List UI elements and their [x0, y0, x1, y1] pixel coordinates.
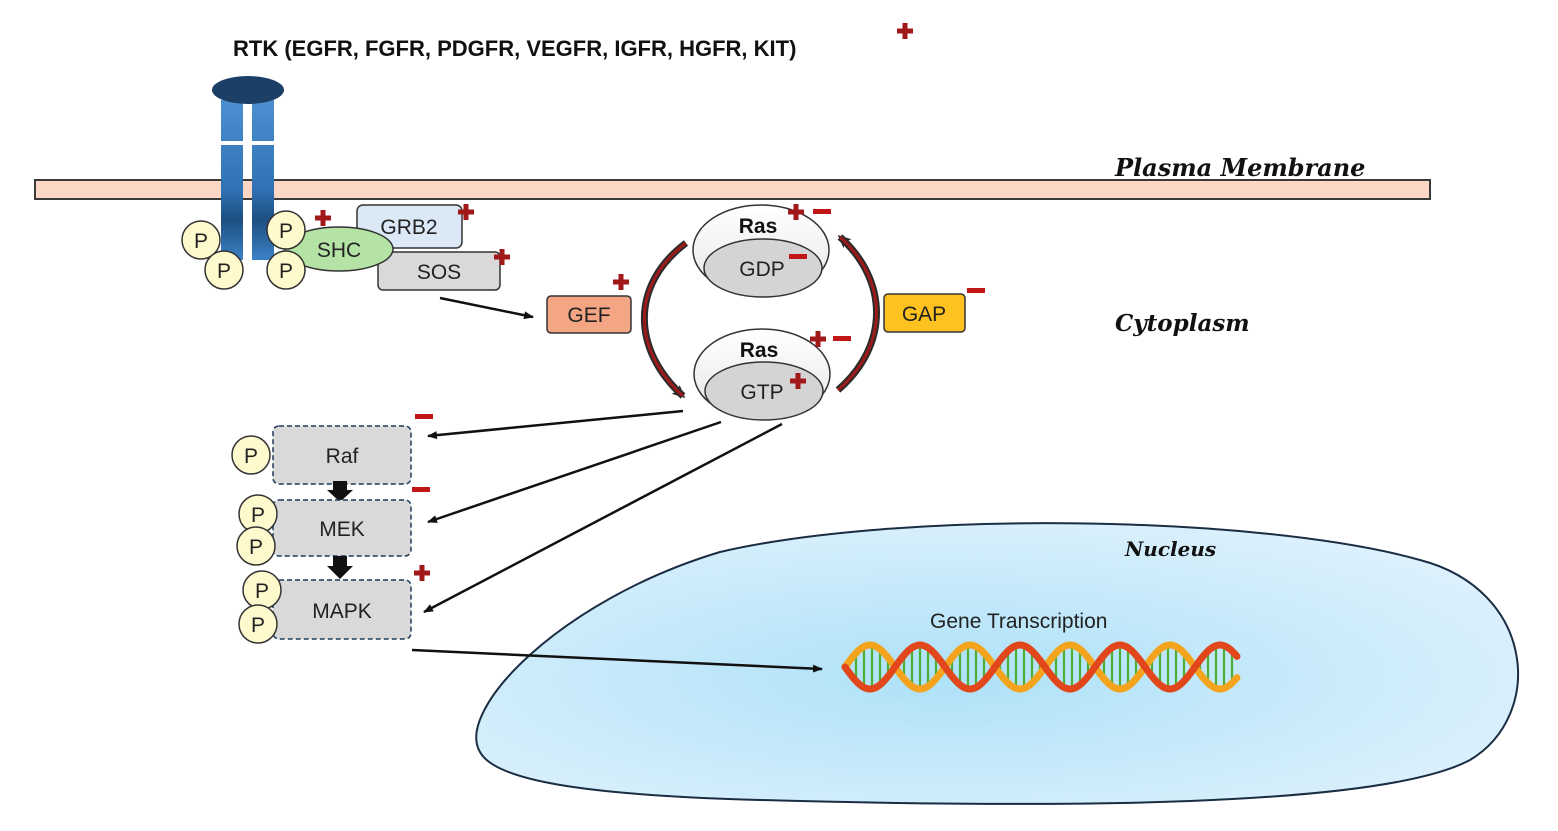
raf-node: Raf: [272, 425, 412, 485]
gap-node: GAP: [883, 293, 966, 333]
minus-sign: [789, 254, 807, 259]
svg-text:P: P: [249, 536, 263, 559]
svg-text:P: P: [217, 260, 231, 283]
sos-to-gef-arrow: [439, 296, 534, 320]
grb2-label: GRB2: [380, 216, 437, 239]
dna-strand-red: [841, 641, 1241, 693]
ras-to-mapk-arrow: [423, 422, 783, 614]
minus-sign: [415, 414, 433, 419]
phospho-group: P: [204, 250, 244, 290]
plasma-membrane-label: Plasma Membrane: [1114, 153, 1365, 182]
phospho-group: P: [181, 220, 221, 260]
phospho-group: P: [266, 210, 306, 250]
svg-text:P: P: [255, 580, 269, 603]
minus-sign: [412, 487, 430, 492]
ras-to-mek-arrow: [427, 420, 722, 524]
plasma-membrane: [34, 179, 1431, 200]
phospho-group: P: [231, 435, 271, 475]
gtp-label: GTP: [740, 381, 783, 404]
gef-label: GEF: [567, 304, 610, 327]
ras-gdp-node: Ras GDP: [692, 204, 830, 298]
gene-transcription-label: Gene Transcription: [930, 610, 1107, 633]
mapk-label: MAPK: [312, 600, 372, 623]
svg-text:P: P: [279, 260, 293, 283]
svg-text:P: P: [244, 445, 258, 468]
ras-label: Ras: [739, 215, 778, 238]
phospho-group: P: [236, 526, 276, 566]
receptor-ligand-cap: [212, 76, 284, 104]
svg-text:P: P: [194, 230, 208, 253]
plus-sign: [458, 204, 474, 220]
gap-cycle-arrow-inner: [837, 235, 878, 392]
phospho-group: P: [266, 250, 306, 290]
svg-text:P: P: [251, 504, 265, 527]
plus-sign: [810, 331, 826, 347]
nucleus-label: Nucleus: [1124, 537, 1216, 561]
mek-label: MEK: [319, 518, 365, 541]
plus-sign: [790, 373, 806, 389]
mapk-to-dna-arrow: [411, 648, 823, 673]
ras-to-raf-arrow: [427, 409, 684, 440]
sos-label: SOS: [417, 261, 461, 284]
shc-label: SHC: [317, 239, 361, 262]
svg-text:P: P: [279, 220, 293, 243]
gef-cycle-arrow: [641, 240, 689, 399]
gef-cycle-arrow-inner: [643, 241, 687, 398]
cytoplasm-label: Cytoplasm: [1115, 310, 1250, 337]
mapk-node: MAPK: [272, 579, 412, 640]
gef-node: GEF: [546, 295, 632, 334]
minus-sign: [833, 336, 851, 341]
gap-label: GAP: [902, 303, 946, 326]
sos-node: SOS: [377, 251, 501, 291]
mek-node: MEK: [272, 499, 412, 557]
minus-sign: [967, 288, 985, 293]
raf-to-mek-arrow: [327, 481, 353, 502]
mek-to-mapk-arrow: [327, 556, 353, 579]
shc-node: SHC: [284, 226, 394, 272]
plus-sign: [414, 565, 430, 581]
phospho-group: P: [242, 570, 282, 610]
plus-sign: [315, 210, 331, 226]
phospho-group: P: [238, 604, 278, 644]
ras-label: Ras: [740, 339, 779, 362]
raf-label: Raf: [326, 445, 359, 468]
dna-strand-orange: [841, 641, 1241, 693]
rtk-receptor: [212, 76, 284, 260]
plus-sign: [613, 274, 629, 290]
svg-text:P: P: [251, 614, 265, 637]
ras-gtp-node: Ras GTP: [693, 328, 831, 421]
plus-sign: [788, 204, 804, 220]
plus-sign: [897, 23, 913, 39]
dna-helix: [841, 641, 1241, 693]
plus-sign: [494, 249, 510, 265]
minus-sign: [813, 209, 831, 214]
diagram-title: RTK (EGFR, FGFR, PDGFR, VEGFR, IGFR, HGF…: [233, 36, 796, 61]
gdp-label: GDP: [739, 258, 785, 281]
